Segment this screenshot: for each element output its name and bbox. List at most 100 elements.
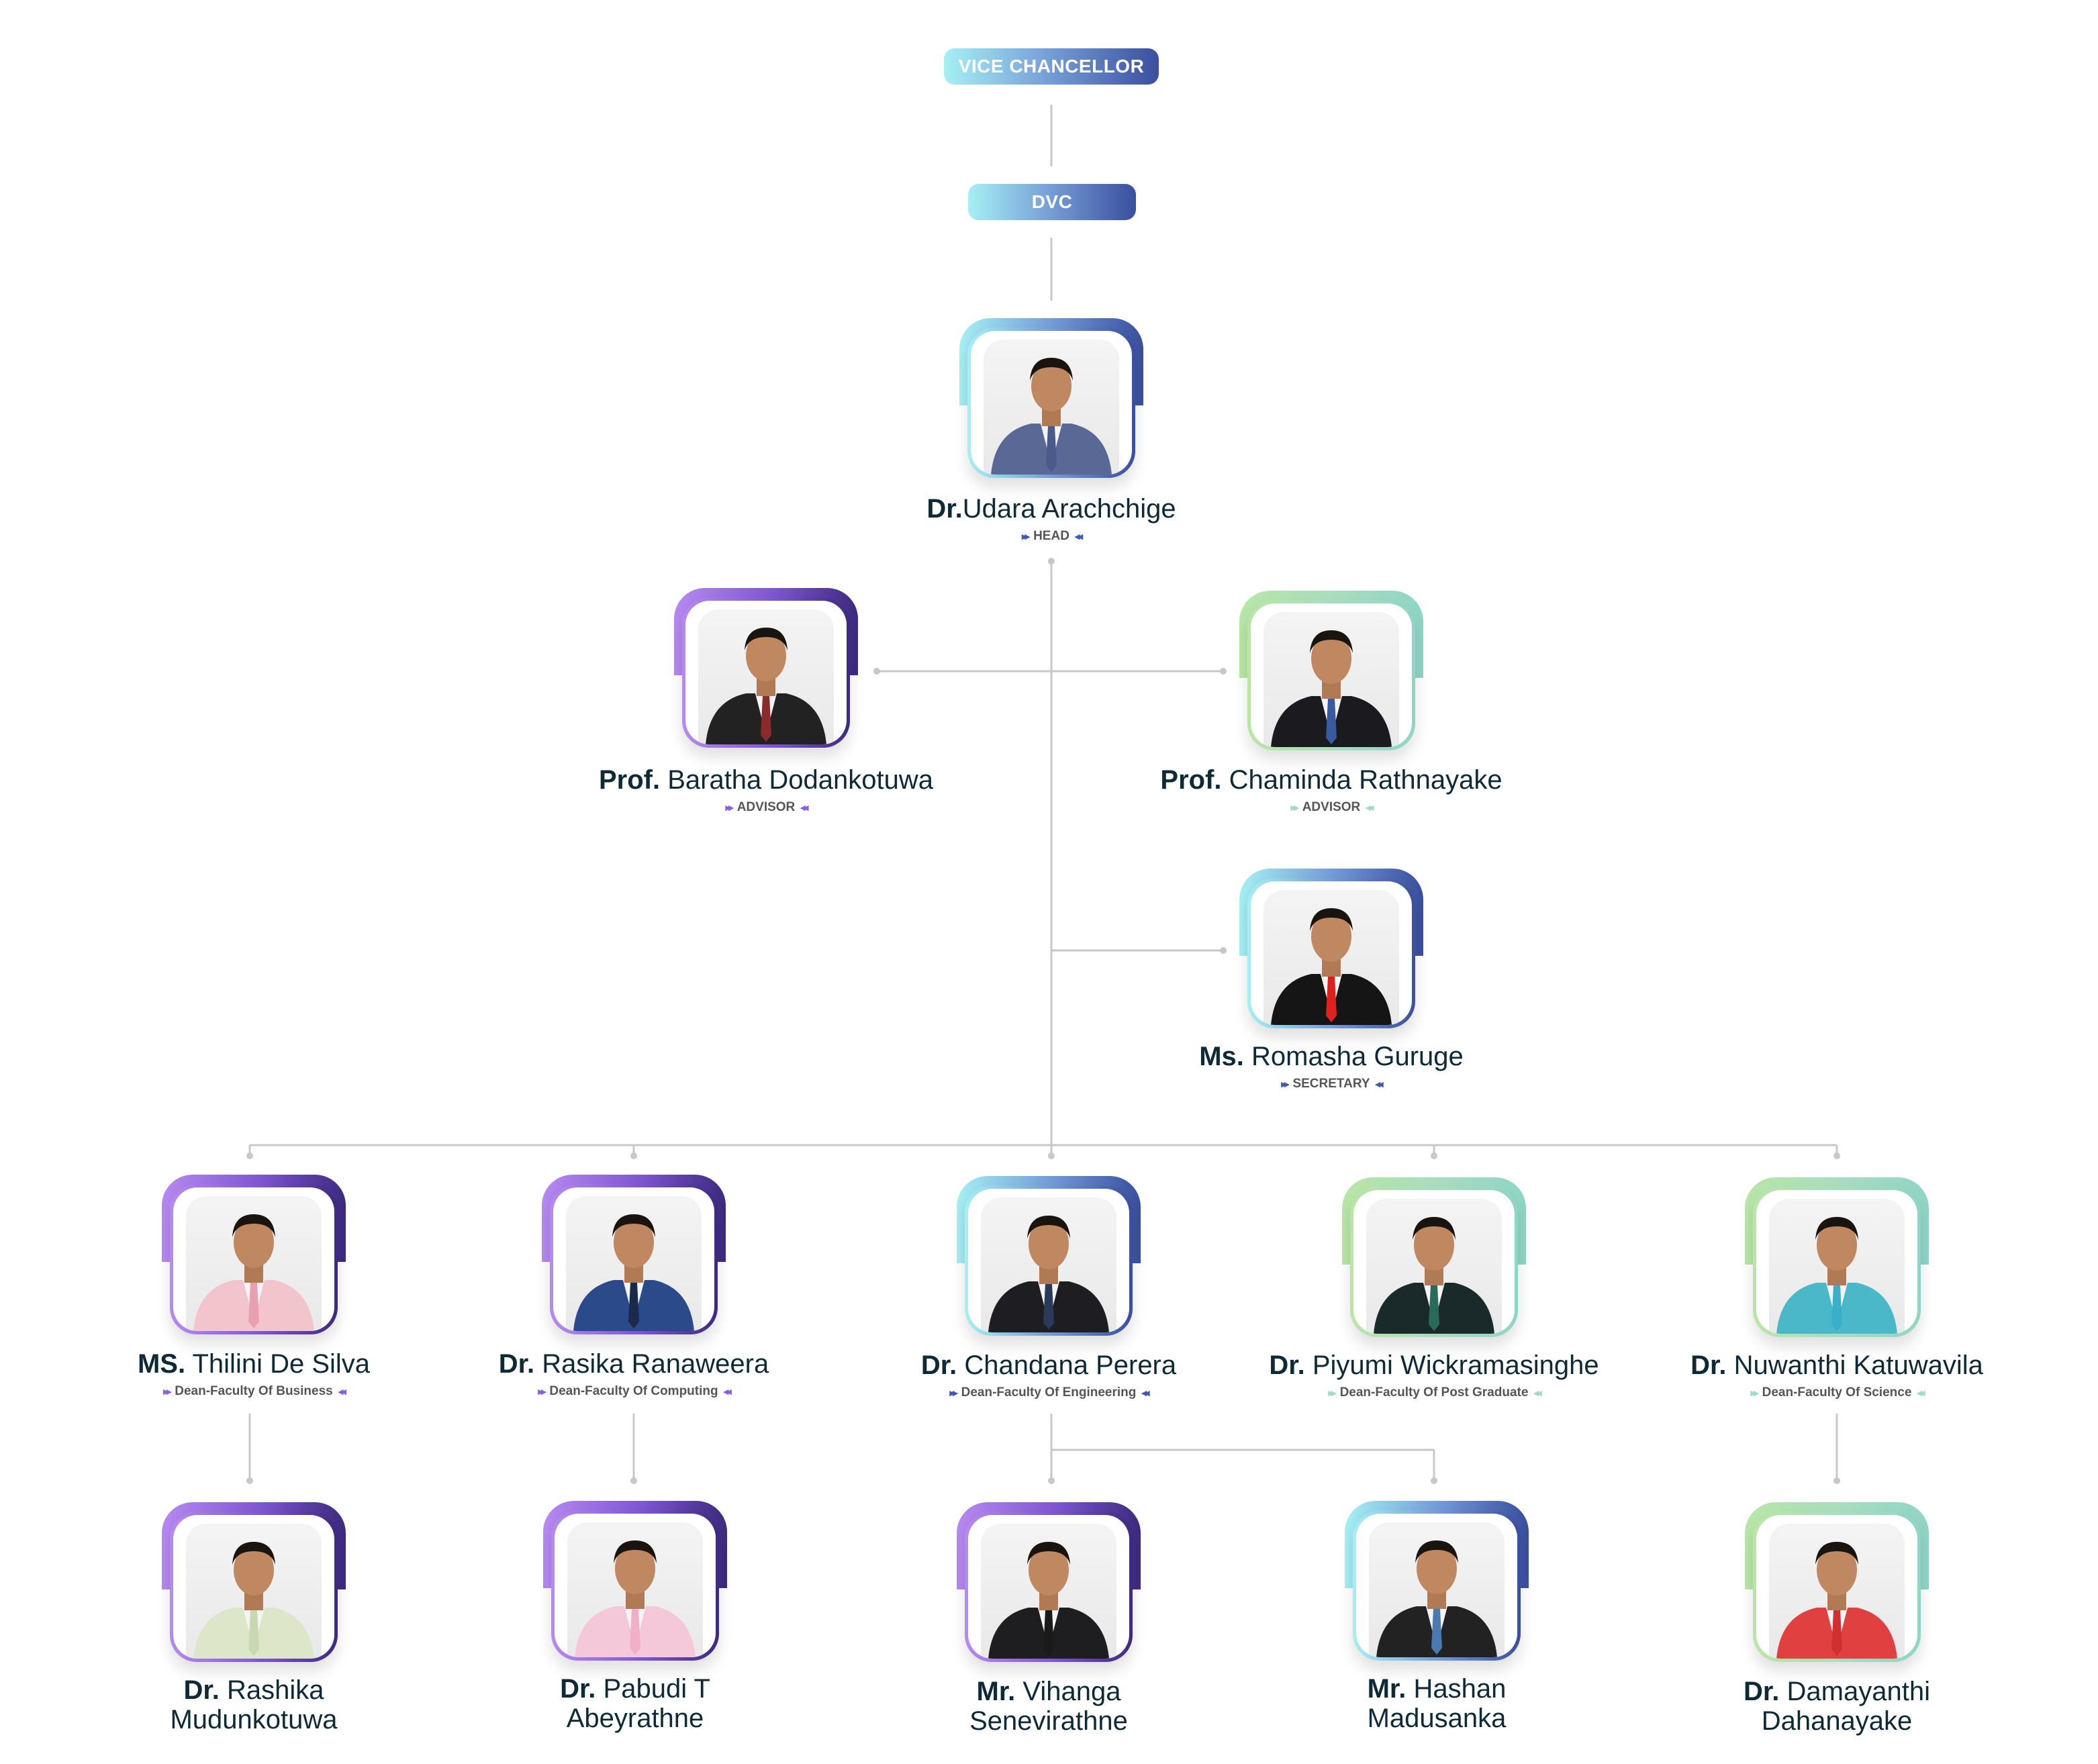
connector-dot [1220, 947, 1227, 954]
person-silhouette-icon [1776, 1542, 1897, 1659]
profile-card[interactable] [1342, 1177, 1526, 1338]
profile-card[interactable] [957, 1502, 1141, 1663]
person-role: ▸▸Dean-Faculty Of Business◂◂ [19, 1384, 489, 1399]
photo-border [170, 1512, 338, 1662]
person-label: Dr. Chandana Perera▸▸Dean-Faculty Of Eng… [814, 1351, 1284, 1400]
person-name: Dr. Rasika Ranaweera [399, 1349, 869, 1379]
profile-card[interactable] [1745, 1177, 1929, 1338]
person-name: Mr. Vihanga Senevirathne [948, 1677, 1149, 1736]
person-label: Dr. Nuwanthi Katuwavila ▸▸Dean-Faculty Of… [1602, 1351, 2072, 1400]
person-fullname: Romasha Guruge [1251, 1042, 1464, 1071]
person-name: Mr. Hashan Madusanka [1336, 1674, 1537, 1733]
double-chevron-right-icon: ▸▸ [1328, 1387, 1337, 1399]
person-fullname: Udara Arachchige [962, 494, 1176, 524]
connector-dot [1048, 1153, 1055, 1159]
profile-photo [1356, 1514, 1517, 1657]
person-silhouette-icon [1376, 1540, 1497, 1657]
photo-border [550, 1184, 718, 1334]
role-text: Dean-Faculty Of Business [175, 1384, 333, 1398]
profile-card[interactable] [542, 1175, 726, 1336]
person-role: ▸▸ADVISOR◂◂ [531, 800, 1001, 815]
person-title: Ms. [1199, 1042, 1244, 1071]
person-name: Prof. Chaminda Rathnayake [1096, 765, 1566, 795]
double-chevron-left-icon: ◂◂ [1533, 1387, 1541, 1399]
person-silhouette-icon [1776, 1217, 1897, 1334]
person-silhouette-icon [991, 358, 1112, 475]
person-label: Mr. Hashan Madusanka [1336, 1674, 1537, 1733]
connector-dot [1431, 1153, 1437, 1159]
profile-photo [968, 1515, 1129, 1659]
person-silhouette-icon [193, 1542, 314, 1659]
person-fullname: Damayanthi Dahanayake [1761, 1677, 1930, 1736]
profile-card[interactable] [957, 1176, 1141, 1337]
double-chevron-right-icon: ▸▸ [1281, 1079, 1289, 1090]
profile-photo [1251, 881, 1412, 1025]
person-fullname: Nuwanthi Katuwavila [1733, 1351, 1983, 1380]
role-text: Dean-Faculty Of Post Graduate [1339, 1385, 1529, 1400]
profile-photo [173, 1187, 334, 1331]
profile-card[interactable] [162, 1502, 346, 1663]
person-name: Dr.Udara Arachchige [816, 494, 1286, 524]
vice-chancellor-box[interactable]: VICE CHANCELLOR [944, 48, 1159, 85]
connector-dot [873, 668, 880, 675]
photo-border [1753, 1187, 1921, 1337]
connector-dot [630, 1477, 637, 1484]
profile-photo [1353, 1190, 1515, 1334]
photo-border [170, 1184, 338, 1334]
profile-card[interactable] [162, 1175, 346, 1336]
person-silhouette-icon [988, 1542, 1109, 1659]
person-label: Prof. Baratha Dodankotuwa▸▸ADVISOR◂◂ [531, 765, 1001, 815]
person-name: Dr. Pabudi T Abeyrathne [534, 1674, 736, 1733]
profile-card[interactable] [1745, 1502, 1929, 1663]
person-name: Dr. Chandana Perera [814, 1351, 1284, 1380]
person-fullname: Thilini De Silva [192, 1349, 371, 1379]
connector-dot [630, 1153, 637, 1159]
person-role: ▸▸HEAD◂◂ [816, 529, 1286, 544]
profile-card[interactable] [1239, 869, 1423, 1030]
person-fullname: Vihanga Senevirathne [969, 1677, 1128, 1736]
person-title: Dr. [920, 1351, 957, 1380]
person-title: Dr. [560, 1674, 596, 1704]
connector-dot [246, 1153, 253, 1159]
person-title: Prof. [1160, 765, 1222, 795]
connector-dot [1048, 558, 1055, 565]
role-text: Dean-Faculty Of Engineering [961, 1385, 1137, 1400]
profile-photo [173, 1515, 334, 1659]
person-silhouette-icon [1374, 1217, 1494, 1334]
profile-card[interactable] [1239, 591, 1423, 752]
photo-border [965, 1512, 1133, 1662]
photo-border [1753, 1512, 1921, 1662]
profile-card[interactable] [959, 318, 1143, 479]
person-fullname: Rashika Mudunkotuwa [170, 1675, 338, 1734]
person-title: Dr. [1690, 1351, 1727, 1380]
profile-photo [1756, 1515, 1917, 1659]
profile-photo [553, 1187, 714, 1331]
connector-dot [1220, 668, 1227, 675]
double-chevron-right-icon: ▸▸ [538, 1386, 546, 1398]
profile-card[interactable] [543, 1501, 727, 1662]
person-role: ▸▸Dean-Faculty Of Science◂◂ [1602, 1385, 2072, 1400]
person-title: Mr. [976, 1677, 1016, 1706]
profile-photo [1756, 1190, 1917, 1334]
profile-card[interactable] [1345, 1501, 1529, 1662]
person-title: Dr. [183, 1675, 220, 1705]
person-name: Dr. Piyumi Wickramasinghe [1199, 1351, 1669, 1380]
person-label: Dr. Rasika Ranaweera ▸▸Dean-Faculty Of Co… [399, 1349, 869, 1399]
dvc-box[interactable]: DVC [968, 184, 1136, 220]
person-role: ▸▸Dean-Faculty Of Computing◂◂ [399, 1384, 869, 1399]
double-chevron-right-icon: ▸▸ [1750, 1387, 1759, 1399]
double-chevron-right-icon: ▸▸ [1022, 531, 1030, 542]
person-label: Ms. Romasha Guruge ▸▸SECRETARY ◂◂ [1096, 1042, 1566, 1091]
double-chevron-left-icon: ◂◂ [800, 802, 808, 814]
double-chevron-left-icon: ◂◂ [1375, 1079, 1384, 1090]
person-label: Dr. Rashika Mudunkotuwa [153, 1675, 354, 1734]
photo-border [1247, 600, 1415, 750]
person-silhouette-icon [575, 1540, 696, 1657]
photo-border [1350, 1187, 1518, 1337]
role-text: SECRETARY [1292, 1077, 1370, 1091]
person-fullname: Rasika Ranaweera [542, 1349, 769, 1379]
connector-dot [1431, 1477, 1437, 1484]
person-silhouette-icon [573, 1214, 694, 1331]
profile-card[interactable] [674, 588, 858, 749]
person-silhouette-icon [193, 1214, 314, 1331]
